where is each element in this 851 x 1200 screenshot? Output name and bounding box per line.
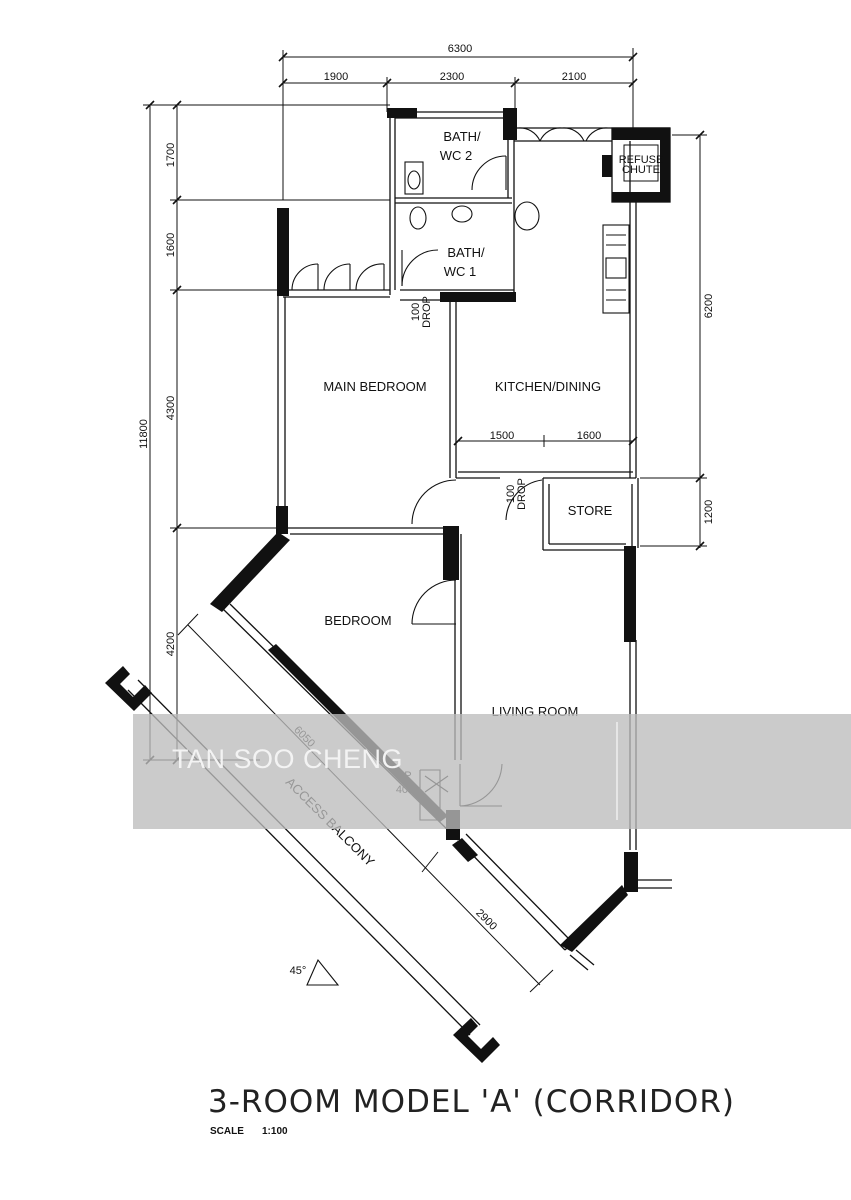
dimension-lines — [143, 48, 707, 993]
dim-top-2: 2300 — [440, 71, 464, 83]
dim-left-3: 4300 — [165, 396, 177, 420]
watermark-text: TAN SOO CHENG — [172, 744, 403, 774]
room-main-bedroom: MAIN BEDROOM — [323, 379, 426, 394]
drop-label-1: DROP — [421, 296, 433, 328]
room-bath1-line1: BATH/ — [447, 245, 485, 260]
room-bedroom: BEDROOM — [324, 613, 391, 628]
walls — [127, 111, 672, 1036]
scale-label: SCALE — [210, 1126, 244, 1137]
dim-top-1: 1900 — [324, 71, 348, 83]
balcony-ends — [105, 666, 500, 1063]
refuse-chute: REFUSE CHUTE — [602, 127, 671, 203]
dim-angle: 45° — [290, 965, 307, 977]
dim-balcony-lower: 2900 — [473, 907, 499, 933]
refuse-label-1: REFUSE — [619, 154, 664, 166]
dim-kitchen-1: 1500 — [490, 430, 514, 442]
dim-kitchen-2: 1600 — [577, 430, 601, 442]
dim-top-3: 2100 — [562, 71, 586, 83]
angle-symbol — [306, 958, 340, 986]
refuse-label-2: CHUTE — [622, 164, 660, 176]
watermark-banner: TAN SOO CHENG — [133, 714, 851, 829]
room-bath2-line2: WC 2 — [440, 148, 473, 163]
scale-value: 1:100 — [262, 1126, 288, 1137]
plan-title: 3-ROOM MODEL 'A' (CORRIDOR) — [208, 1084, 735, 1120]
dim-right-1: 6200 — [703, 294, 715, 318]
dim-left-total: 11800 — [138, 419, 150, 449]
room-kitchen: KITCHEN/DINING — [495, 379, 601, 394]
drop-label-2: DROP — [516, 478, 528, 510]
drop-value-1: 100 — [410, 303, 422, 321]
dim-left-1: 1700 — [165, 143, 177, 167]
dim-left-2: 1600 — [165, 233, 177, 257]
dim-left-4: 4200 — [165, 632, 177, 656]
room-bath2-line1: BATH/ — [443, 129, 481, 144]
room-store: STORE — [568, 503, 613, 518]
drop-value-2: 100 — [505, 485, 517, 503]
room-bath1-line2: WC 1 — [444, 264, 477, 279]
dim-top-total: 6300 — [448, 43, 472, 55]
dim-right-2: 1200 — [703, 500, 715, 524]
